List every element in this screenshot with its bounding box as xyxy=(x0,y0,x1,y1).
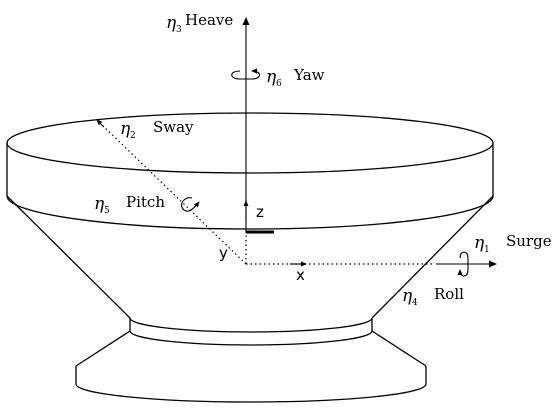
x-axis-label: x xyxy=(296,266,305,284)
z-axis-label: z xyxy=(256,203,264,221)
flare-right xyxy=(371,330,427,367)
heave-symbol: η xyxy=(166,13,177,33)
roll-label: η 4 Roll xyxy=(402,285,464,308)
surge-index: 1 xyxy=(484,245,490,255)
sway-index: 2 xyxy=(130,131,136,141)
roll-rotation-icon xyxy=(457,251,469,277)
pitch-name: Pitch xyxy=(126,193,165,211)
pitch-symbol: η xyxy=(94,194,105,214)
cone-left xyxy=(6,195,131,319)
pitch-label: η 5 Pitch xyxy=(94,193,165,216)
cone-bottom-edge xyxy=(129,317,373,333)
upper-bottom-edge xyxy=(6,195,494,230)
yaw-symbol: η xyxy=(266,67,277,87)
heave-label: η 3 Heave xyxy=(166,11,233,35)
base-bottom-edge xyxy=(75,383,427,403)
heave-index: 3 xyxy=(176,25,182,35)
neck-bottom-edge xyxy=(129,330,373,346)
top-rim xyxy=(6,112,494,174)
buoy-body xyxy=(6,112,494,403)
surge-name: Surge xyxy=(506,232,552,250)
cone-right xyxy=(371,195,494,319)
heave-name: Heave xyxy=(185,11,233,29)
yaw-name: Yaw xyxy=(293,66,325,84)
surge-label: η 1 Surge xyxy=(474,232,552,255)
y-axis-dotted xyxy=(101,124,247,265)
yaw-index: 6 xyxy=(276,79,282,89)
roll-name: Roll xyxy=(434,285,464,303)
sway-symbol: η xyxy=(120,119,131,139)
y-axis-label: y xyxy=(219,244,228,262)
pitch-rotation-icon xyxy=(181,197,200,212)
sway-label: η 2 Sway xyxy=(120,118,194,141)
sway-arrow xyxy=(96,119,105,128)
roll-index: 4 xyxy=(412,298,418,308)
yaw-rotation-icon xyxy=(231,68,261,80)
roll-symbol: η xyxy=(402,286,413,306)
flare-left xyxy=(75,330,131,367)
surge-symbol: η xyxy=(474,233,485,253)
pitch-index: 5 xyxy=(104,206,110,216)
yaw-label: η 6 Yaw xyxy=(266,66,325,89)
sway-name: Sway xyxy=(153,118,194,136)
